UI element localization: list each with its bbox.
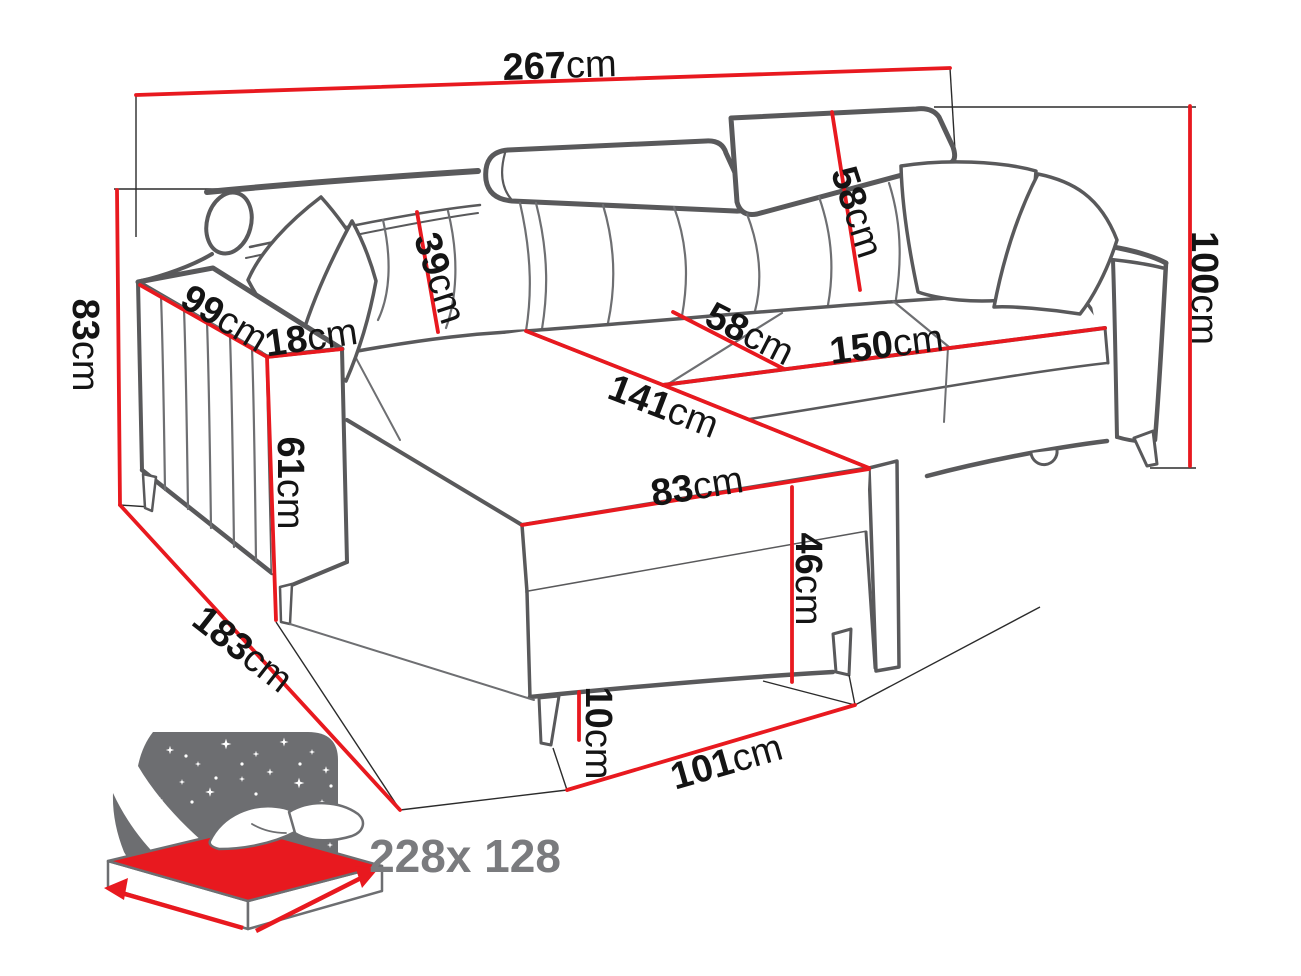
left-armrest <box>135 265 535 701</box>
dim-line-seat-width <box>661 326 1107 387</box>
dim-line-backrest-height <box>830 110 862 292</box>
dim-line-back-height <box>115 188 122 507</box>
sofa-front-bottom-line <box>289 623 535 701</box>
dim-label-total-width: 267cm <box>502 43 617 89</box>
dim-line-total-width <box>134 66 952 97</box>
sleeping-area-icon: 228x 128 <box>104 732 561 934</box>
dim-line-front-width <box>565 703 857 792</box>
dim-label-seat-width: 150cm <box>827 317 945 373</box>
extension-101-right <box>848 674 856 706</box>
extension-46 <box>762 680 856 706</box>
extension-lines-floor <box>275 606 1041 811</box>
chaise-front-face <box>522 468 869 592</box>
dim-label-seat-height: 46cm <box>787 533 829 626</box>
bed-pull-handle <box>1029 448 1059 467</box>
dim-line-seat-depth <box>671 310 786 371</box>
dim-label-chaise-width: 83cm <box>648 459 746 515</box>
dim-line-chaise-width <box>520 467 871 527</box>
armrest-leg-back <box>141 472 158 513</box>
backrest-tufting-seams <box>376 181 901 333</box>
sofa-drawing <box>135 106 1169 747</box>
extension-183 <box>275 621 401 811</box>
pillow-right-front <box>992 172 1119 316</box>
dim-label-seat-depth: 58cm <box>699 295 801 375</box>
dim-label-armrest-height: 61cm <box>269 437 311 530</box>
extension-lines-upper <box>114 67 1196 508</box>
dim-line-headrest-height <box>415 210 440 334</box>
bed-pillow-fold <box>251 823 287 834</box>
dim-label-front-width: 101cm <box>666 727 787 799</box>
dim-label-headrest-height: 39cm <box>405 228 474 329</box>
dim-label-back-height: 83cm <box>64 299 106 392</box>
dim-label-total-height: 100cm <box>1183 231 1225 345</box>
chaise-leg-front <box>537 694 561 747</box>
floor-front-edge <box>399 789 568 811</box>
arrow-head-left <box>104 878 128 900</box>
seat-base-bottom <box>924 438 1110 479</box>
seat-cushion-right-end <box>1103 326 1110 365</box>
bed-size-arrows <box>104 866 378 934</box>
extension-101-left <box>552 747 568 791</box>
sleeping-area-size: 228x 128 <box>369 830 561 882</box>
armrest-bottom-edge <box>139 467 275 576</box>
dim-line-side-depth <box>118 503 402 812</box>
mattress-top <box>106 826 384 903</box>
armrest-channel-seams <box>159 294 258 563</box>
floor-edge-right <box>854 606 1041 706</box>
dim-line-armrest-height <box>265 355 278 622</box>
chaise-leg-corner <box>831 627 853 677</box>
seat-cushion-divider <box>663 311 784 388</box>
dim-line-chaise-length <box>524 329 871 470</box>
dim-line-armrest-length <box>138 283 269 359</box>
dim-line-armrest-width <box>265 347 344 359</box>
dim-label-leg-height: 10cm <box>577 687 619 780</box>
arrow-head-right <box>355 866 378 888</box>
headrest-roll-end <box>204 190 254 256</box>
pillows-right <box>899 160 1119 316</box>
right-armrest-leg <box>1132 429 1159 468</box>
dimension-lines <box>115 66 1192 812</box>
dim-label-armrest-width: 18cm <box>262 311 360 366</box>
headrest-middle <box>483 138 751 214</box>
seat-corner-post <box>867 459 901 673</box>
chaise-base <box>527 532 875 697</box>
bed <box>106 801 384 931</box>
bed-pillow-right <box>287 801 365 842</box>
seat-face-seam <box>943 346 949 423</box>
chaise-side-line <box>348 344 401 441</box>
seat-cushion-divider-2 <box>891 299 951 349</box>
chaise-left-edge <box>345 418 524 527</box>
armrest-leg-front <box>278 582 294 626</box>
